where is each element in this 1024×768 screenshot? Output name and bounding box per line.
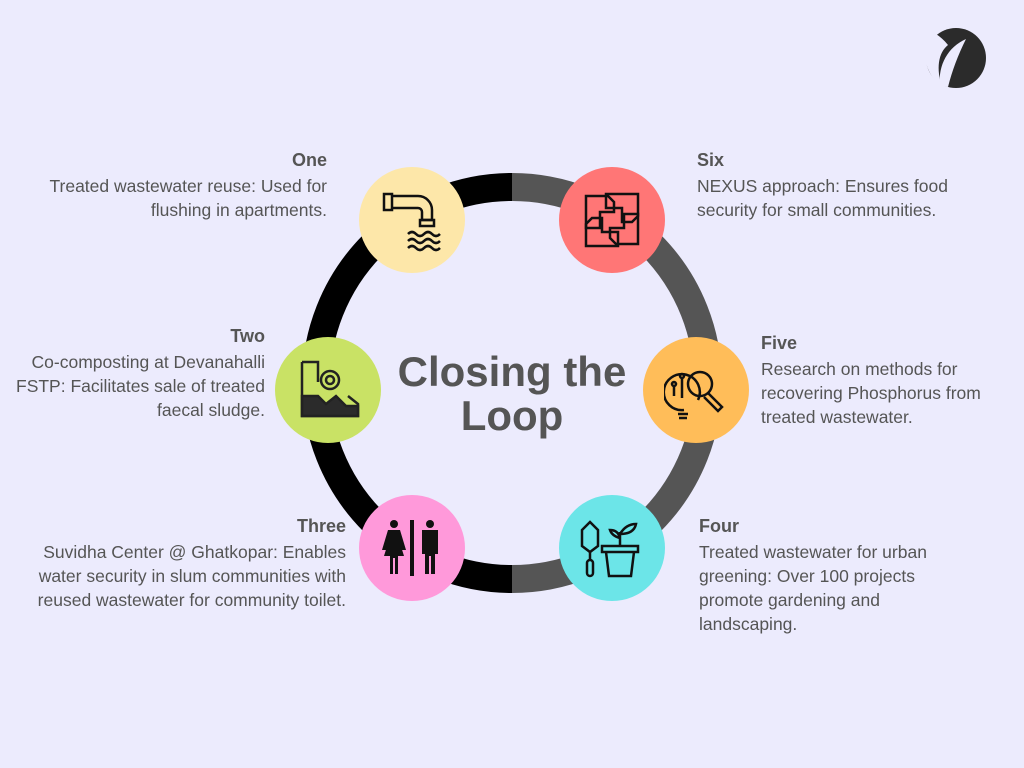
gardening-icon — [580, 520, 640, 578]
step-heading: Three — [296, 516, 346, 536]
node-three — [359, 495, 465, 601]
step-text: NEXUS approach: Ensures food security fo… — [697, 176, 948, 220]
research-icon — [664, 370, 724, 420]
faucet-water-icon — [382, 192, 441, 252]
sludge-pipe-icon — [300, 360, 360, 418]
step-text: Research on methods for recovering Phosp… — [761, 359, 981, 427]
node-four — [559, 495, 665, 601]
step-six-label: Six NEXUS approach: Ensures food securit… — [697, 148, 997, 222]
step-heading: Two — [230, 326, 265, 346]
step-text: Treated wastewater for urban greening: O… — [699, 542, 927, 634]
node-one — [359, 167, 465, 273]
step-text: Suvidha Center @ Ghatkopar: Enables wate… — [37, 542, 346, 610]
step-heading: Six — [697, 150, 725, 170]
step-four-label: Four Treated wastewater for urban greeni… — [699, 514, 979, 636]
step-heading: One — [291, 150, 327, 170]
step-text: Treated wastewater reuse: Used for flush… — [49, 176, 327, 220]
step-two-label: Two Co-composting at Devanahalli FSTP: F… — [0, 324, 265, 422]
leaf-logo-icon — [922, 28, 986, 88]
hands-teamwork-icon — [584, 192, 640, 248]
restroom-icon — [382, 520, 438, 576]
step-heading: Five — [761, 333, 798, 353]
node-six — [559, 167, 665, 273]
step-three-label: Three Suvidha Center @ Ghatkopar: Enable… — [1, 514, 346, 612]
step-heading: Four — [699, 516, 739, 536]
step-text: Co-composting at Devanahalli FSTP: Facil… — [16, 352, 265, 420]
step-five-label: Five Research on methods for recovering … — [761, 331, 1011, 429]
node-two — [275, 337, 381, 443]
diagram-title: Closing the Loop — [397, 348, 627, 439]
step-one-label: One Treated wastewater reuse: Used for f… — [7, 148, 327, 222]
node-five — [643, 337, 749, 443]
